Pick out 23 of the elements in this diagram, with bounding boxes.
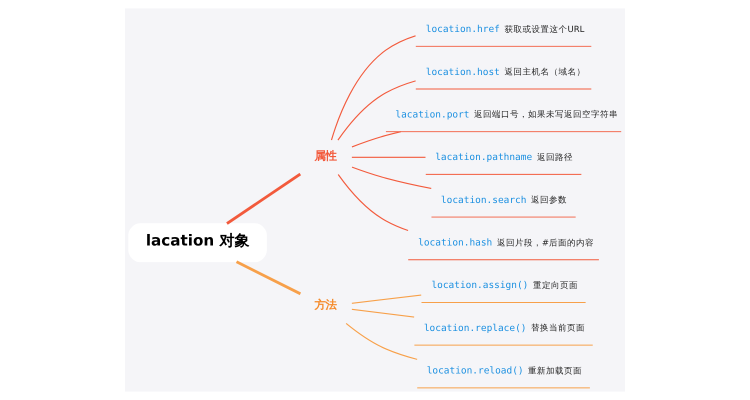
node-text: location.replace() 替换当前页面 (424, 322, 586, 334)
connector (352, 156, 426, 158)
node-text: lacation.pathname 返回路径 (435, 152, 573, 164)
node-text: 方法 (314, 297, 336, 312)
connector (338, 174, 408, 232)
node-text: location.host 返回主机名（域名） (426, 66, 586, 78)
node-text: location.search 返回参数 (440, 194, 568, 206)
node-box: lacation 对象 (128, 223, 267, 262)
connector (330, 35, 416, 140)
node-text: location.href 获取或设置这个URL (426, 24, 584, 36)
connector (226, 172, 302, 225)
node-text: location.assign() 重定向页面 (431, 280, 578, 292)
node-text: 属性 (314, 148, 336, 162)
node-text: lacation.port 返回端口号，如果未写返回空字符串 (395, 109, 618, 120)
connector (352, 166, 432, 190)
connector (352, 308, 414, 318)
connector (236, 260, 302, 296)
node-text: location.reload() 重新加载页面 (426, 366, 582, 377)
connector (352, 131, 401, 148)
connector (352, 294, 422, 304)
node-text: location.hash 返回片段，#后面的内容 (418, 238, 594, 249)
connector (346, 323, 418, 360)
connector (337, 80, 416, 140)
